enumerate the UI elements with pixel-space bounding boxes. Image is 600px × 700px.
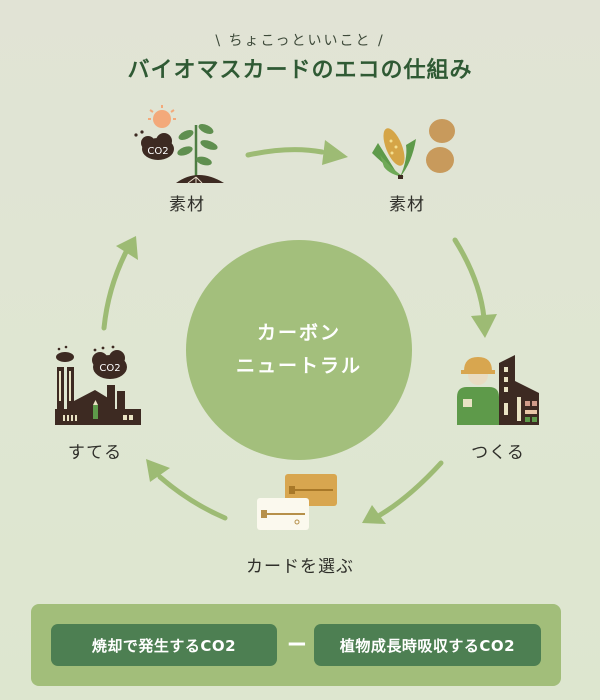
arrow-bottom-left-head (146, 459, 170, 482)
stage-label-material-2: 素材 (389, 195, 425, 215)
factory-co2-icon: CO2 (55, 345, 141, 425)
worker-building-icon (457, 355, 539, 425)
formula-panel: 焼却で発生するCO2 − 植物成長時吸収するCO2 (31, 604, 561, 686)
cycle-arrows (101, 140, 497, 524)
co2-badge: CO2 (147, 146, 168, 157)
arrow-top (245, 147, 325, 158)
subtitle: \ ちょこっといいこと / (215, 33, 385, 49)
carbon-neutral-line1: カーボン (256, 321, 341, 344)
arrow-top-head (322, 140, 348, 165)
arrow-right-head (471, 314, 497, 338)
plant-co2-sun-icon: CO2 (134, 105, 224, 184)
stage-label-dispose: すてる (67, 443, 123, 463)
arrow-right (452, 237, 487, 321)
arrow-bottom-right-head (362, 505, 386, 524)
arrow-left (101, 249, 129, 331)
formula-emission-box: 焼却で発生するCO2 (51, 624, 277, 666)
arrow-bottom-right (377, 460, 444, 518)
minus-operator: − (286, 629, 308, 659)
page-title: バイオマスカードのエコの仕組み (127, 58, 473, 83)
stage-label-material-1: 素材 (169, 195, 205, 215)
carbon-neutral-line2: ニュートラル (235, 355, 362, 377)
carbon-neutral-circle: カーボン ニュートラル (186, 240, 412, 460)
stage-label-make: つくる (471, 443, 525, 463)
stage-label-choose-card: カードを選ぶ (246, 557, 354, 577)
arrow-bottom-left (157, 474, 228, 521)
formula-absorption-box: 植物成長時吸収するCO2 (314, 624, 541, 666)
arrow-left-head (116, 236, 138, 260)
corn-potato-icon (372, 119, 455, 179)
cards-icon (257, 474, 337, 530)
co2-badge: CO2 (99, 363, 120, 374)
